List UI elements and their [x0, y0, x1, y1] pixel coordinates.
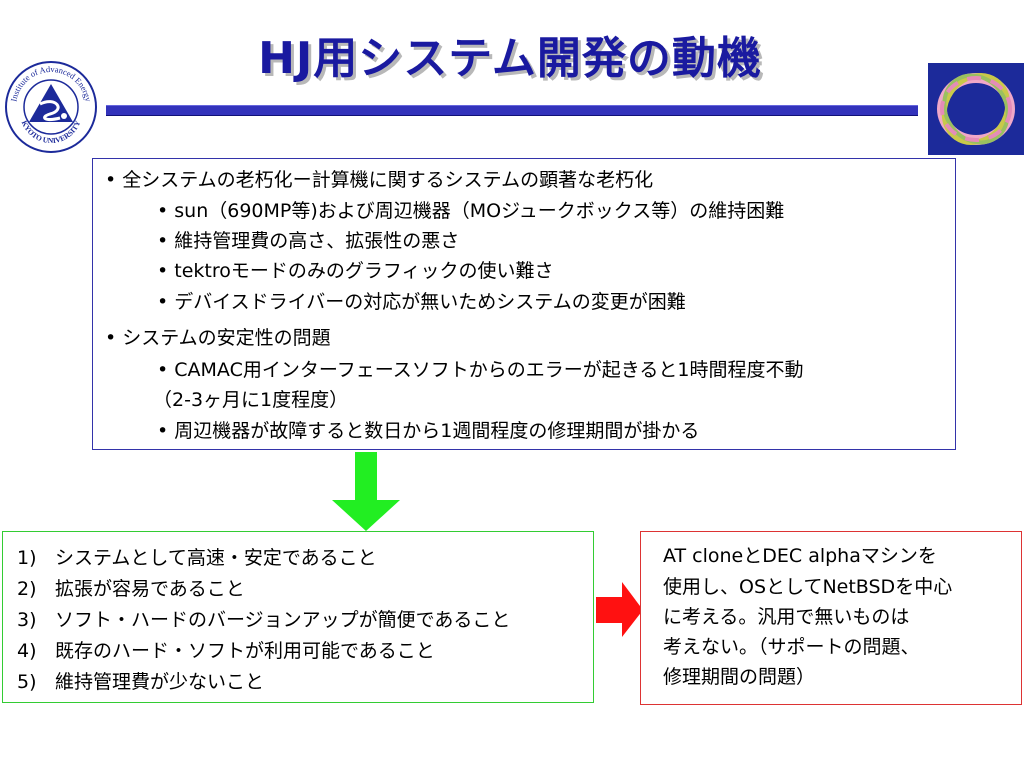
solution-line: AT cloneとDEC alphaマシンを — [663, 545, 937, 567]
requirements-box: 1) システムとして高速・安定であること 2) 拡張が容易であること 3) ソフ… — [2, 531, 594, 703]
sub-bullet-cost-expandability: • 維持管理費の高さ、拡張性の悪さ — [157, 230, 460, 252]
sub-bullet-camac-errors: • CAMAC用インターフェースソフトからのエラーが起きると1時間程度不動 — [157, 359, 804, 381]
sub-bullet-sun-maintenance: • sun（690MP等)および周辺機器（MOジュークボックス等）の維持困難 — [157, 200, 785, 222]
solution-line: 修理期間の問題） — [663, 666, 816, 688]
requirement-text: 既存のハード・ソフトが利用可能であること — [55, 640, 435, 662]
requirement-number: 5) — [17, 671, 37, 693]
institute-logo: Institute of Advanced Energy KYOTO UNIVE… — [5, 61, 97, 153]
requirement-number: 2) — [17, 578, 37, 600]
requirement-number: 4) — [17, 640, 37, 662]
requirement-number: 1) — [17, 547, 37, 569]
slide-title: HJ用システム開発の動機 — [258, 33, 762, 84]
sub-bullet-repair-period: • 周辺機器が故障すると数日から1週間程度の修理期間が掛かる — [157, 420, 700, 442]
solution-line: 考えない。（サポートの問題、 — [663, 636, 920, 658]
bullet-aging-systems: • 全システムの老朽化ー計算機に関するシステムの顕著な老朽化 — [105, 169, 654, 191]
requirement-text: ソフト・ハードのバージョンアップが簡便であること — [55, 609, 511, 631]
solution-line: 使用し、OSとしてNetBSDを中心 — [663, 576, 953, 598]
requirement-text: 拡張が容易であること — [55, 578, 245, 600]
down-arrow — [332, 452, 400, 531]
motivation-box: • 全システムの老朽化ー計算機に関するシステムの顕著な老朽化 • sun（690… — [92, 158, 956, 450]
sub-bullet-camac-frequency: （2-3ヶ月に1度程度） — [153, 389, 349, 411]
bullet-stability: • システムの安定性の問題 — [105, 327, 331, 349]
sub-bullet-device-drivers: • デバイスドライバーの対応が無いためシステムの変更が困難 — [157, 291, 686, 313]
solution-box: AT cloneとDEC alphaマシンを 使用し、OSとしてNetBSDを中… — [640, 531, 1022, 705]
requirement-number: 3) — [17, 609, 37, 631]
torus-image — [928, 63, 1024, 155]
title-underline-bar — [106, 105, 918, 116]
sub-bullet-tektro-graphics: • tektroモードのみのグラフィックの使い難さ — [157, 260, 554, 282]
right-arrow — [596, 582, 643, 637]
requirement-text: 維持管理費が少ないこと — [55, 671, 265, 693]
requirement-text: システムとして高速・安定であること — [55, 547, 377, 569]
solution-line: に考える。汎用で無いものは — [663, 606, 910, 628]
